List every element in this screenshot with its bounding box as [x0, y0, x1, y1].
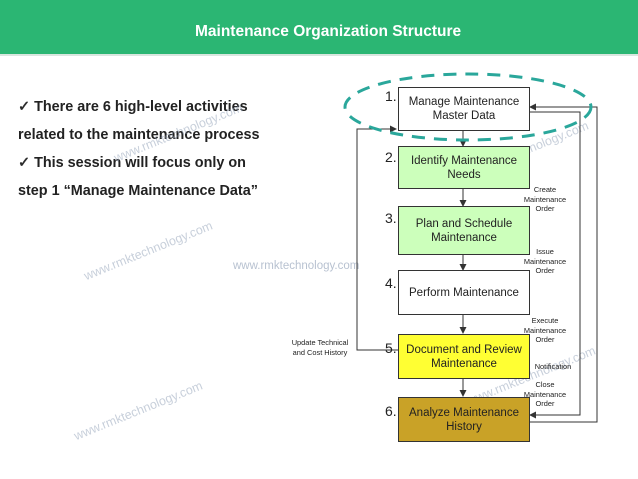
- bullet-2-line-2: step 1 “Manage Maintenance Data”: [18, 183, 258, 199]
- step-5-box: Document and Review Maintenance: [398, 334, 530, 379]
- bullet-2-line-1: ✓ This session will focus only on: [18, 149, 318, 177]
- step-1-number: 1.: [385, 88, 397, 104]
- step-2-number: 2.: [385, 149, 397, 165]
- bullet-list: ✓ There are 6 high-level activities rela…: [18, 93, 318, 205]
- step-1-box: Manage Maintenance Master Data: [398, 87, 530, 131]
- create-order-label: Create Maintenance Order: [523, 185, 567, 213]
- issue-order-label: Issue Maintenance Order: [523, 247, 567, 275]
- bullet-1-text: There are 6 high-level activities: [34, 99, 248, 115]
- close-order-label: Close Maintenance Order: [523, 380, 567, 408]
- step-2-box: Identify Maintenance Needs: [398, 146, 530, 189]
- step-4-box: Perform Maintenance: [398, 270, 530, 315]
- title-divider: [0, 54, 638, 56]
- step-3-box: Plan and Schedule Maintenance: [398, 206, 530, 255]
- execute-order-label: Execute Maintenance Order: [523, 316, 567, 344]
- bullet-1-line-1: ✓ There are 6 high-level activities: [18, 93, 318, 121]
- arrow-6-to-1: [529, 103, 598, 423]
- step-6-number: 6.: [385, 403, 397, 419]
- page-title: Maintenance Organization Structure: [195, 23, 462, 40]
- checkmark-icon: ✓: [18, 99, 31, 115]
- step-3-number: 3.: [385, 210, 397, 226]
- bullet-2-text: This session will focus only on: [34, 155, 246, 171]
- step-4-number: 4.: [385, 275, 397, 291]
- bullet-1-line-2: related to the maintenance process: [18, 127, 260, 143]
- step-5-number: 5.: [385, 340, 397, 356]
- highlight-ellipse: [343, 72, 593, 142]
- update-history-label: Update Technical and Cost History: [291, 338, 349, 357]
- notification-label: Notification: [534, 362, 572, 371]
- checkmark-icon: ✓: [18, 155, 31, 171]
- watermark: www.rmktechnology.com: [233, 260, 360, 272]
- arrow-1-to-6: [529, 111, 581, 419]
- step-6-box: Analyze Maintenance History: [398, 397, 530, 442]
- title-bar: [0, 0, 638, 54]
